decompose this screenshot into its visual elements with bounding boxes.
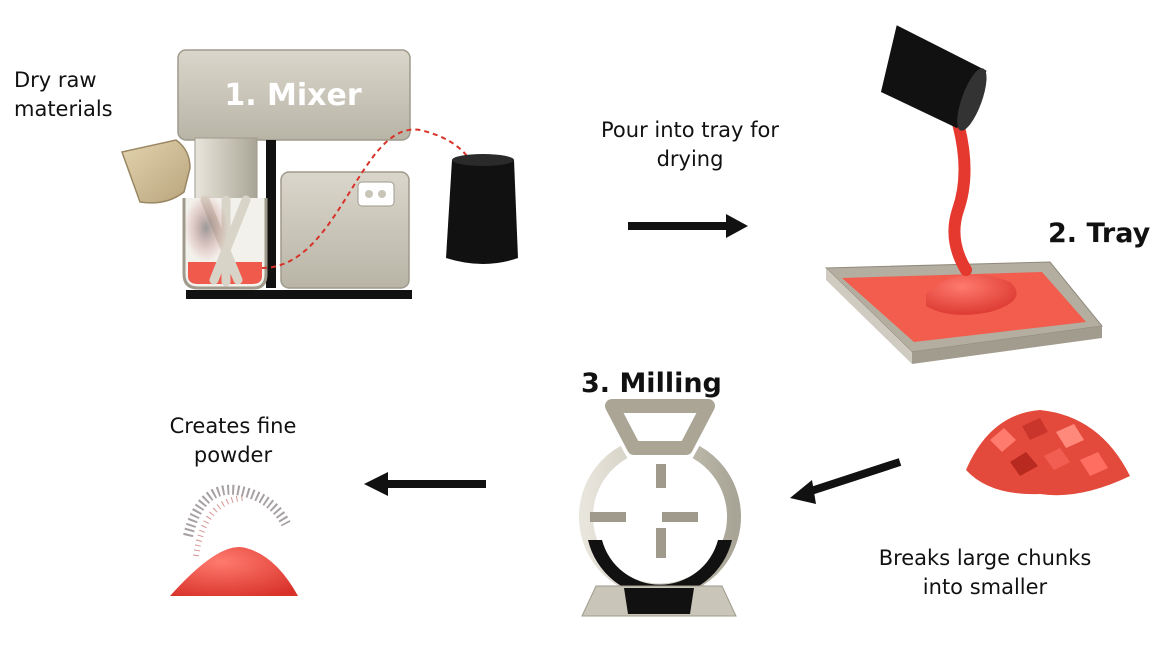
container-cup: [446, 155, 518, 264]
mixer-base: [186, 290, 412, 299]
mixer-head: [177, 49, 411, 141]
mill-rotor-left: [590, 512, 626, 522]
tray-side-front: [912, 326, 1102, 364]
label-breaks-chunks: Breaks large chunks into smaller: [878, 546, 1092, 599]
label-pour-into-tray: Pour into tray for drying: [601, 118, 779, 171]
mixer-knob-2: [378, 190, 386, 198]
tray-illustration: [824, 25, 1103, 364]
label-dry-raw-materials: Dry raw materials: [14, 68, 113, 121]
mixer-knob-1: [365, 190, 373, 198]
pour-stream: [948, 110, 972, 276]
mill-rotor-bottom: [656, 528, 666, 558]
label-creates-powder: Creates fine powder: [169, 414, 297, 467]
container-rim: [452, 154, 514, 166]
mill-illustration: [579, 399, 741, 617]
mill-hopper: [605, 399, 715, 455]
transfer-path: [261, 128, 471, 269]
mixer-shaft-housing: [194, 137, 258, 203]
red-chunks-pile: [966, 410, 1130, 496]
arrow-mixer-to-tray: [628, 214, 748, 238]
fine-powder-illustration: [170, 484, 298, 596]
mill-rotor-top: [656, 464, 666, 488]
powder-pile: [170, 547, 298, 596]
title-mixer: 1. Mixer: [224, 78, 362, 113]
title-milling: 3. Milling: [581, 368, 722, 399]
tray-side-left: [826, 268, 912, 364]
arrow-mill-to-powder: [364, 472, 486, 496]
pouring-cup: [880, 25, 987, 131]
tray-pour-pile: [926, 274, 1017, 315]
raw-materials-bag: [121, 139, 191, 204]
arrow-chunks-to-mill: [790, 458, 902, 504]
mixer-column: [266, 140, 276, 288]
mill-bottom-band: [588, 540, 732, 597]
mixer-powder-spray: [184, 194, 228, 262]
title-tray: 2. Tray: [1048, 218, 1151, 249]
mill-outlet: [624, 588, 694, 614]
mixer-illustration: [121, 49, 518, 299]
mixer-control-panel: [357, 181, 395, 207]
mill-rotor-right: [662, 512, 698, 522]
